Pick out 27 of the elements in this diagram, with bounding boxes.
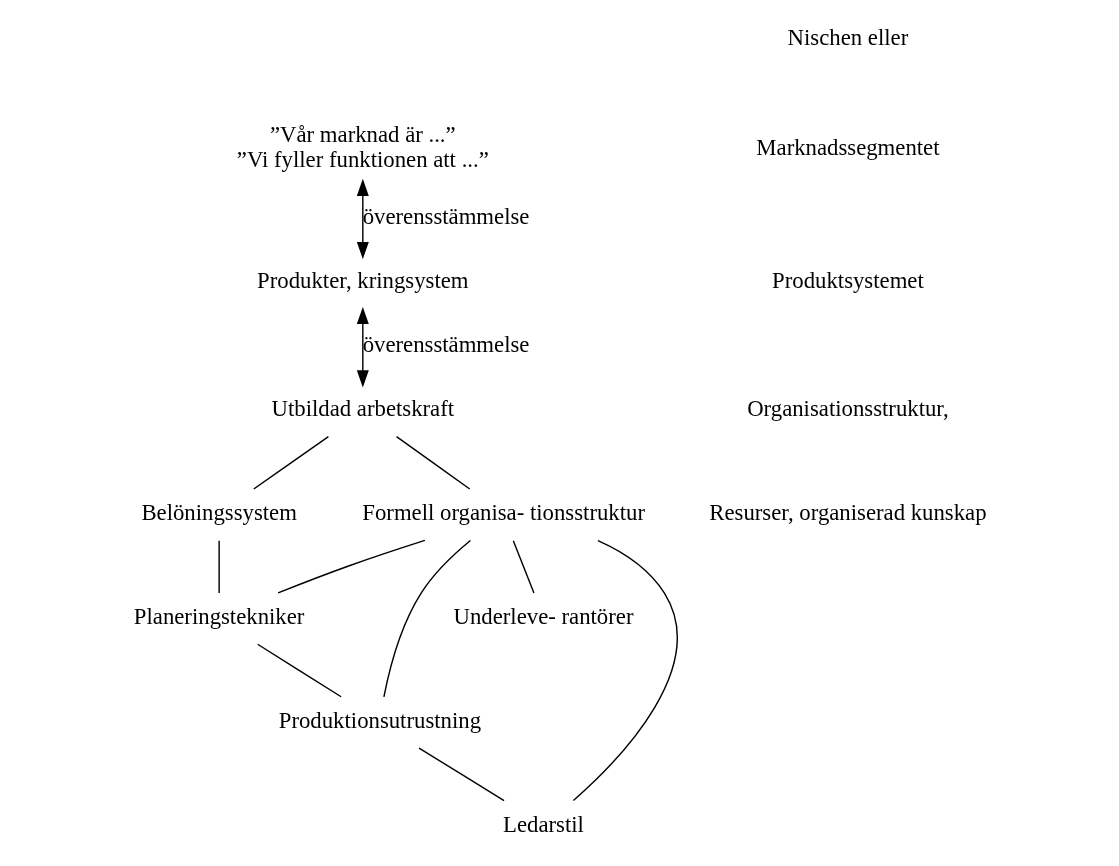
connector	[256, 643, 342, 698]
node-text: Utbildad arbetskraft	[271, 396, 455, 422]
connector	[512, 539, 535, 594]
label: Marknadssegmentet	[756, 134, 940, 160]
node-text: Produkter, kringsystem	[257, 268, 469, 294]
connector	[218, 539, 220, 594]
label: Nischen eller	[787, 25, 909, 51]
label: Organisationsstruktur,	[747, 396, 949, 422]
node-text: Belöningssystem	[141, 500, 297, 526]
connector	[572, 539, 678, 802]
edge-label: överensstämmelse	[362, 332, 530, 358]
node-text: Formell organisa- tionsstruktur	[362, 500, 645, 526]
node-text: Produktionsutrustning	[278, 707, 482, 733]
label: Resurser, organiserad kunskap	[709, 500, 987, 526]
node-text: Underleve- rantörer	[453, 604, 634, 630]
label: Produktsystemet	[772, 268, 924, 294]
node-text: Planeringstekniker	[133, 604, 305, 630]
connector	[277, 539, 426, 594]
node-text: ”Vår marknad är ...” ”Vi fyller funktionen att ...”	[236, 121, 489, 173]
connector	[383, 539, 472, 698]
connector	[395, 435, 471, 490]
connector	[253, 435, 330, 490]
edge-label: överensstämmelse	[362, 204, 530, 230]
arrow	[356, 306, 369, 388]
node-text: Ledarstil	[503, 811, 584, 837]
connector	[418, 747, 505, 802]
arrow	[356, 178, 369, 260]
